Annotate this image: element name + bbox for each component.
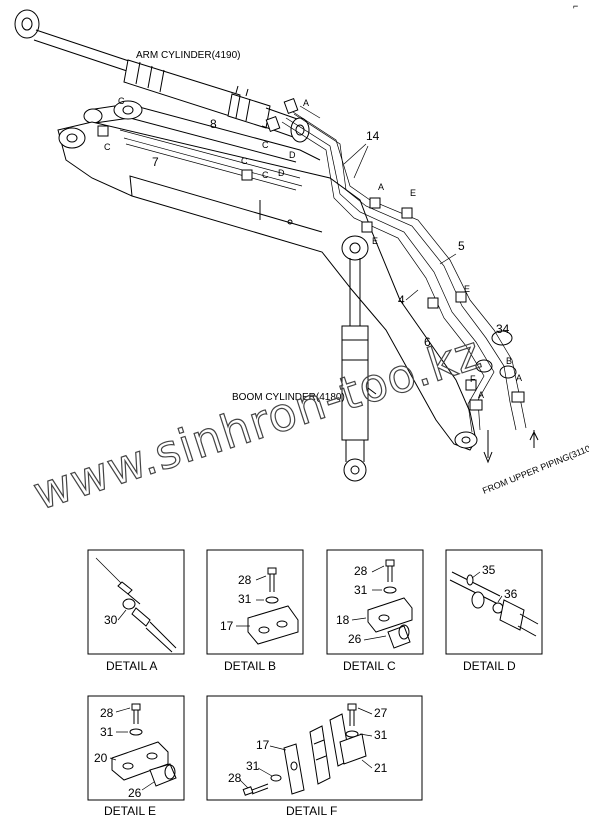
callout-a: A	[516, 373, 522, 383]
part-number-5: 5	[458, 239, 465, 253]
detail-c-part-31: 31	[354, 583, 368, 597]
corner-mark: ⌐	[573, 1, 578, 11]
callout-c: C	[118, 96, 125, 106]
detail-c-part-28: 28	[354, 564, 368, 578]
detail-b: 28 31 17	[206, 549, 304, 655]
detail-c-part-26: 26	[348, 632, 362, 646]
detail-f-part-21: 21	[374, 761, 388, 775]
detail-b-part-28: 28	[238, 573, 252, 587]
detail-e-part-26: 26	[128, 786, 142, 800]
detail-e-caption: DETAIL E	[104, 804, 156, 818]
callout-c: C	[262, 140, 269, 150]
callout-f: F	[470, 374, 476, 384]
pipe-clamps	[97, 98, 525, 411]
detail-f-part-17: 17	[256, 738, 270, 752]
callout-b: B	[506, 356, 512, 366]
watermark: www.sinhron-too.kz	[27, 325, 488, 521]
arm-cylinder	[14, 9, 310, 143]
callout-a: A	[478, 390, 484, 400]
callout-d: D	[289, 150, 296, 160]
boom-body	[57, 121, 517, 451]
part-number-4: 4	[398, 293, 405, 307]
detail-a-part-30: 30	[104, 613, 118, 627]
detail-e: 28 31 20 26	[87, 695, 185, 801]
detail-b-part-17: 17	[220, 619, 234, 633]
callout-c: C	[262, 170, 269, 180]
part-number-34: 34	[496, 322, 510, 336]
callout-c: C	[241, 156, 248, 166]
boom-cylinder	[341, 235, 377, 482]
detail-f-part-28: 28	[228, 771, 242, 785]
detail-d-part-36: 36	[504, 587, 518, 601]
detail-c: 28 31 18 26	[326, 549, 424, 655]
detail-d-part-35: 35	[482, 563, 496, 577]
detail-a-caption: DETAIL A	[106, 659, 157, 673]
detail-f-part-27: 27	[374, 706, 388, 720]
detail-b-caption: DETAIL B	[224, 659, 276, 673]
detail-e-part-28: 28	[100, 706, 114, 720]
detail-c-caption: DETAIL C	[343, 659, 396, 673]
arm-cylinder-label: ARM CYLINDER(4190)	[136, 50, 240, 61]
detail-f-caption: DETAIL F	[286, 804, 337, 818]
main-assembly	[14, 9, 539, 482]
detail-f-part-31: 31	[246, 759, 260, 773]
piping-lines	[119, 105, 527, 433]
detail-e-part-20: 20	[94, 751, 108, 765]
callout-a: A	[378, 182, 384, 192]
part-number-8: 8	[210, 117, 217, 131]
detail-e-part-31: 31	[100, 725, 114, 739]
detail-d: 35 36	[445, 549, 543, 655]
detail-a: 30	[87, 549, 185, 655]
callout-d: D	[278, 168, 285, 178]
part-number-7: 7	[152, 155, 159, 169]
detail-f-part-31: 31	[374, 728, 388, 742]
detail-f: 27 17 31 21 31 28	[206, 695, 423, 801]
boom-cylinder-label: BOOM CYLINDER(4180)	[232, 392, 345, 403]
arm-link-plates	[83, 100, 321, 163]
callout-c: C	[104, 142, 111, 152]
callout-e: E	[372, 236, 378, 246]
detail-d-caption: DETAIL D	[463, 659, 516, 673]
callout-a: A	[303, 98, 309, 108]
callout-e: E	[464, 284, 470, 294]
part-number-6: 6	[424, 335, 431, 349]
detail-b-part-31: 31	[238, 592, 252, 606]
part-number-14: 14	[366, 129, 380, 143]
upper-piping-label: FROM UPPER PIPING(3110)	[481, 442, 589, 496]
detail-c-part-18: 18	[336, 613, 350, 627]
upper-piping-arrows	[483, 430, 539, 464]
callout-e: E	[410, 188, 416, 198]
